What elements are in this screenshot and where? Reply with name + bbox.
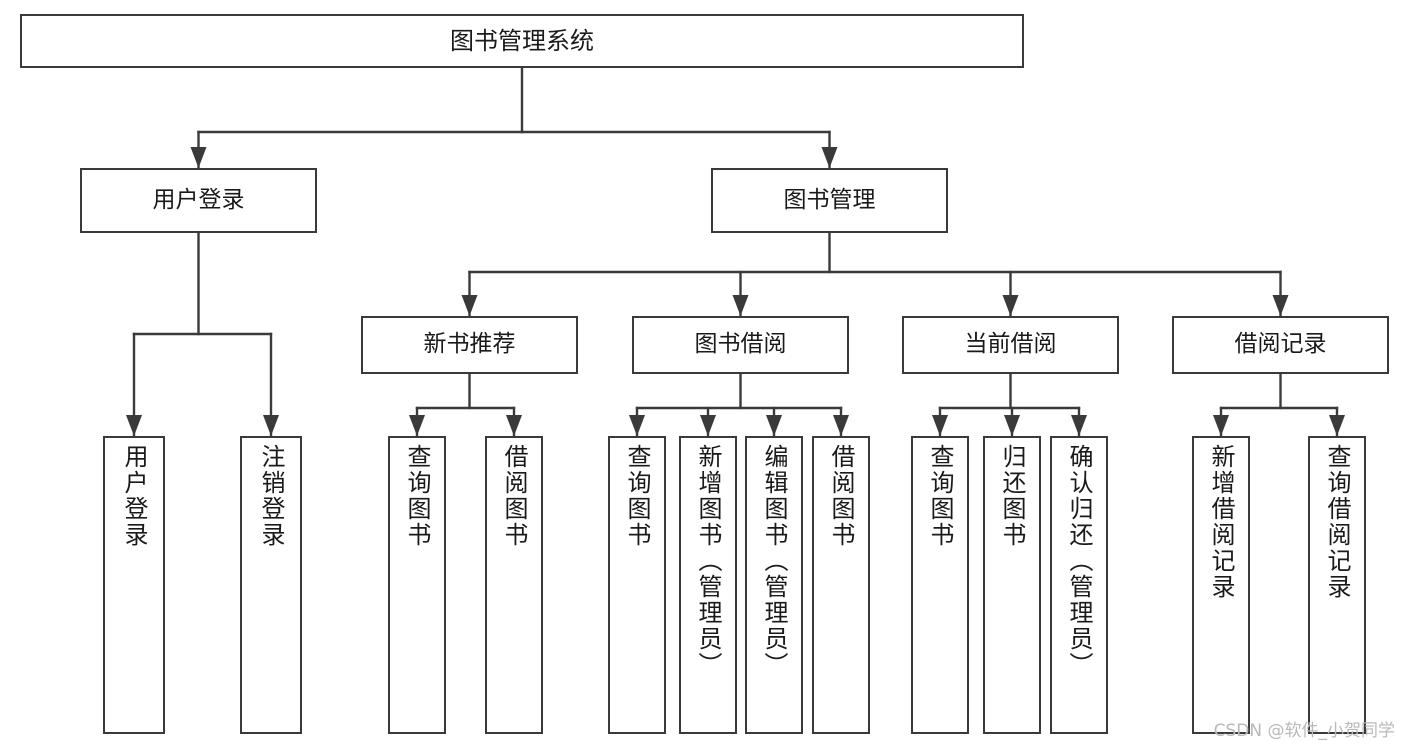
node-leaf-rec-add[interactable]: 新增借阅记录: [1192, 436, 1250, 734]
node-label: 借阅图书: [500, 444, 528, 548]
node-label: 查询借阅记录: [1323, 444, 1351, 600]
connector-arrowhead: [506, 415, 522, 436]
node-leaf-cur-query[interactable]: 查询图书: [911, 436, 969, 734]
node-leaf-user-login[interactable]: 用户登录: [103, 436, 165, 734]
node-leaf-rec-query[interactable]: 查询图书: [388, 436, 446, 734]
node-book-borrow[interactable]: 图书借阅: [632, 316, 849, 374]
node-leaf-cur-confirm[interactable]: 确认归还（管理员）: [1050, 436, 1108, 734]
node-label: 借阅图书: [827, 444, 855, 548]
node-label: 用户登录: [120, 444, 148, 548]
node-label: 查询图书: [403, 444, 431, 548]
connector-arrowhead: [833, 415, 849, 436]
node-leaf-borrow-lend[interactable]: 借阅图书: [812, 436, 870, 734]
connector-arrowhead: [126, 415, 142, 436]
node-label: 图书管理: [783, 186, 876, 213]
node-current-loan[interactable]: 当前借阅: [902, 316, 1119, 374]
connector-arrowhead: [263, 415, 279, 436]
node-label: 编辑图书（管理员）: [760, 444, 788, 678]
node-label: 归还图书: [998, 444, 1026, 548]
node-loan-record[interactable]: 借阅记录: [1172, 316, 1389, 374]
node-label: 用户登录: [152, 186, 245, 213]
connector-arrowhead: [629, 415, 645, 436]
watermark-text: CSDN @软件_小贺同学: [1213, 721, 1395, 741]
connector-arrowhead: [1004, 415, 1020, 436]
connector-arrowhead: [190, 147, 207, 168]
node-label: 借阅记录: [1234, 331, 1327, 358]
connector-arrowhead: [766, 415, 782, 436]
connector-arrowhead: [1272, 295, 1289, 316]
node-leaf-rec-borrow[interactable]: 借阅图书: [485, 436, 543, 734]
node-label: 注销登录: [257, 444, 285, 548]
node-leaf-rec-search[interactable]: 查询借阅记录: [1308, 436, 1366, 734]
node-root[interactable]: 图书管理系统: [20, 14, 1024, 68]
connector-arrowhead: [409, 415, 425, 436]
node-new-book-rec[interactable]: 新书推荐: [361, 316, 578, 374]
node-leaf-borrow-add[interactable]: 新增图书（管理员）: [679, 436, 737, 734]
node-book-manage[interactable]: 图书管理: [711, 168, 948, 233]
connector-arrowhead: [700, 415, 716, 436]
node-label: 确认归还（管理员）: [1065, 444, 1093, 678]
connector-arrowhead: [461, 295, 478, 316]
node-leaf-borrow-edit[interactable]: 编辑图书（管理员）: [745, 436, 803, 734]
connector-arrowhead: [932, 415, 948, 436]
connector-arrowhead: [1329, 415, 1345, 436]
connector-arrowhead: [1002, 295, 1019, 316]
node-leaf-user-logout[interactable]: 注销登录: [240, 436, 302, 734]
node-label: 新书推荐: [423, 331, 516, 358]
connector-arrowhead: [1071, 415, 1087, 436]
node-leaf-borrow-query[interactable]: 查询图书: [608, 436, 666, 734]
node-label: 新增借阅记录: [1207, 444, 1235, 600]
node-label: 新增图书（管理员）: [694, 444, 722, 678]
node-leaf-cur-return[interactable]: 归还图书: [983, 436, 1041, 734]
node-label: 图书借阅: [694, 331, 787, 358]
connector-arrowhead: [1213, 415, 1229, 436]
node-label: 图书管理系统: [450, 26, 594, 55]
node-label: 查询图书: [926, 444, 954, 548]
node-label: 查询图书: [623, 444, 651, 548]
connector-arrowhead: [732, 295, 749, 316]
node-user-login[interactable]: 用户登录: [80, 168, 317, 233]
connector-arrowhead: [821, 147, 838, 168]
node-label: 当前借阅: [964, 331, 1057, 358]
